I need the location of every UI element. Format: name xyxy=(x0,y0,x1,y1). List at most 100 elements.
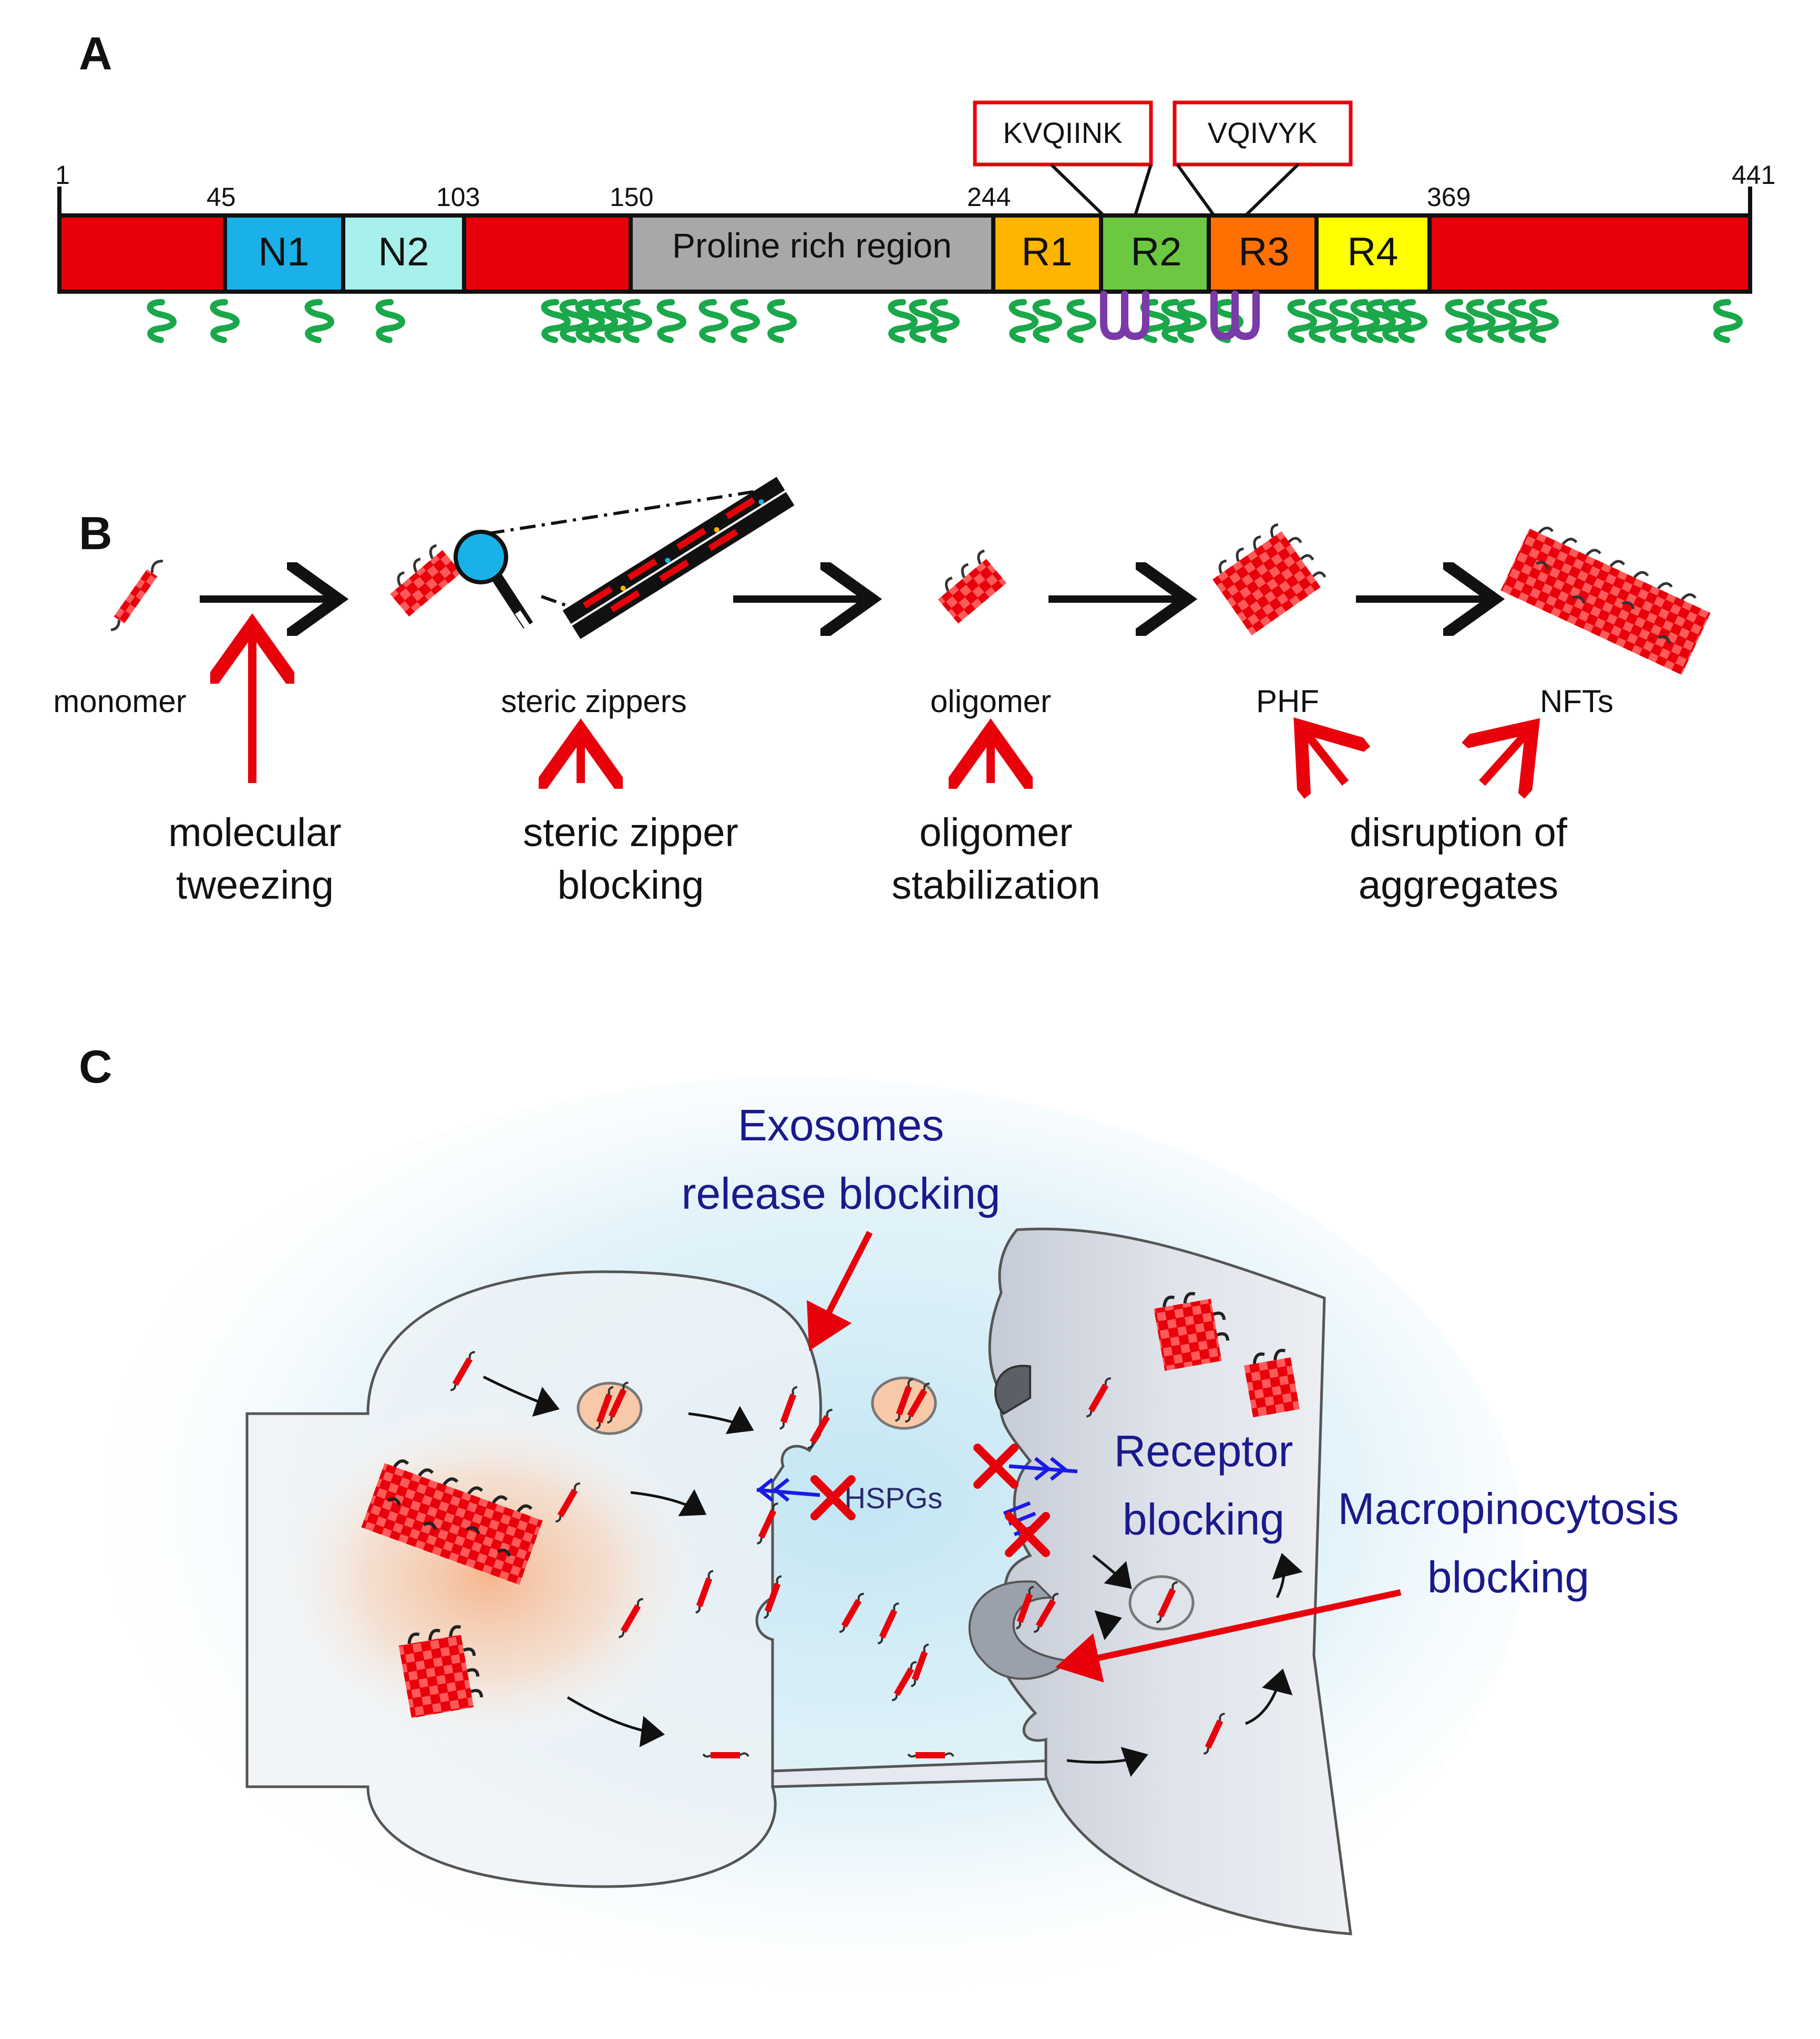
ptm-squiggle xyxy=(1161,299,1191,343)
domain-proline-label: Proline rich region xyxy=(672,226,952,265)
ptm-squiggle xyxy=(304,299,334,343)
tick-244: 244 xyxy=(967,182,1011,212)
ptm-squiggle xyxy=(1466,299,1496,343)
tau-monomer xyxy=(756,1502,778,1545)
strategy-disruption-line1: disruption of xyxy=(1350,810,1568,855)
ptm-squiggle xyxy=(930,299,960,343)
tau-monomer xyxy=(1086,1377,1111,1418)
panel-letter-a: A xyxy=(79,27,112,79)
tau-monomer xyxy=(1033,1592,1058,1633)
ptm-squiggle xyxy=(147,299,177,343)
ptm-squiggle xyxy=(1713,299,1743,343)
receptor-label-line2: blocking xyxy=(1123,1495,1284,1544)
domain-n2: N2 xyxy=(341,213,466,294)
motif-kvqiink: KVQIINK xyxy=(973,100,1153,217)
mvb-vesicle xyxy=(577,1382,643,1435)
ptm-squiggle xyxy=(1397,299,1427,343)
ptm-squiggle xyxy=(210,299,240,343)
phf-icon xyxy=(1212,523,1327,636)
stage-phf-label: PHF xyxy=(1256,684,1319,719)
ptm-squiggle xyxy=(604,299,634,343)
arrow-macropinocytosis xyxy=(1055,1589,1402,1683)
domain-r3: R3 xyxy=(1207,213,1319,294)
tau-monomer xyxy=(911,1643,929,1687)
domain-r3-label: R3 xyxy=(1238,230,1289,274)
macropinocytosis-cup xyxy=(968,1580,1069,1680)
tau-monomer xyxy=(779,1386,798,1430)
arrow-exosome-release xyxy=(807,1231,873,1351)
tau-monomer xyxy=(618,1598,643,1639)
ptm-squiggle xyxy=(1329,299,1359,343)
domain-proline-rich: Proline rich region xyxy=(629,213,995,294)
ptm-squiggle xyxy=(1308,299,1338,343)
ptm-squiggle xyxy=(656,299,686,343)
tau-monomer xyxy=(1203,1712,1225,1755)
tau-monomer xyxy=(606,1381,629,1424)
tau-monomer xyxy=(595,1386,614,1430)
domain-r4: R4 xyxy=(1314,213,1432,294)
ptm-squiggle xyxy=(575,299,605,343)
ptm-squiggle xyxy=(1287,299,1317,343)
nfts-icon xyxy=(1500,527,1711,675)
membrane-bleb xyxy=(994,1365,1031,1415)
stage-nfts-label: NFTs xyxy=(1540,684,1613,719)
tau-monomer xyxy=(1016,1585,1034,1630)
ptm-squiggle xyxy=(909,299,939,343)
ptm-squiggle xyxy=(1529,299,1559,343)
oligomer-icon xyxy=(938,549,1007,624)
tau-monomer xyxy=(450,1351,475,1392)
panel-c: C xyxy=(53,1041,1679,2023)
panel-b: B monomer xyxy=(53,477,1711,908)
arrow-disruption-nfts xyxy=(1482,733,1527,783)
strategy-steric-zipper-line1: steric zipper xyxy=(523,810,738,855)
ptm-squiggle xyxy=(1445,299,1475,343)
block-crosses xyxy=(810,1444,1050,1557)
tick-150: 150 xyxy=(610,182,653,212)
tick-1: 1 xyxy=(55,160,70,190)
recipient-phf-2 xyxy=(1244,1348,1300,1418)
axis-ticks: 1 45 103 150 244 369 441 xyxy=(55,160,1775,292)
tick-103: 103 xyxy=(436,182,480,212)
tau-monomer xyxy=(695,1570,714,1614)
domain-r4-label: R4 xyxy=(1347,230,1398,274)
ptm-squiggle xyxy=(888,299,918,343)
ptm-marks xyxy=(147,299,1743,343)
strategy-molecular-tweezing-line2: tweezing xyxy=(176,863,334,908)
recipient-phf-1 xyxy=(1154,1292,1230,1371)
ptm-squiggle xyxy=(1382,299,1412,343)
receptor-label-line1: Receptor xyxy=(1114,1426,1293,1476)
panel-a: A 1 45 103 150 244 369 441 N1 N2 Proline… xyxy=(55,27,1775,343)
domain-n2-label: N2 xyxy=(378,230,429,274)
steric-zipper-icon xyxy=(390,477,795,640)
exosomes-label-line1: Exosomes xyxy=(738,1100,944,1150)
tick-45: 45 xyxy=(207,182,236,212)
ptm-squiggle xyxy=(622,299,652,343)
domain-r1: R1 xyxy=(991,213,1103,294)
tau-monomer xyxy=(904,1382,930,1423)
strategy-disruption-line2: aggregates xyxy=(1359,863,1558,908)
motif-kvqiink-label: KVQIINK xyxy=(1003,116,1122,149)
endosome xyxy=(1128,1575,1195,1631)
tau-monomer xyxy=(807,1408,832,1449)
ptm-squiggle xyxy=(1177,299,1207,343)
strategy-molecular-tweezing-line1: molecular xyxy=(168,810,341,855)
monomer-icon xyxy=(110,560,163,632)
panel-letter-c: C xyxy=(79,1041,112,1093)
tau-monomer xyxy=(907,1752,954,1758)
macropinocytosis-label-line1: Macropinocytosis xyxy=(1338,1484,1679,1533)
tau-monomer xyxy=(702,1752,749,1758)
ptm-squiggle xyxy=(767,299,797,343)
ptm-squiggle xyxy=(730,299,760,343)
hspgs-label: HSPGs xyxy=(845,1481,943,1515)
donor-aggregate-glow xyxy=(263,1398,715,1755)
ptm-squiggle xyxy=(1508,299,1538,343)
transport-arrows xyxy=(482,1375,1303,1777)
aggregation-motif-mark xyxy=(1231,291,1260,341)
domain-r1-label: R1 xyxy=(1021,230,1072,274)
magnifier-icon xyxy=(454,530,508,584)
donor-phf xyxy=(398,1625,484,1718)
domain-n1-label: N1 xyxy=(258,230,309,274)
tau-monomer xyxy=(1156,1581,1178,1624)
tau-monomer xyxy=(877,1602,899,1645)
